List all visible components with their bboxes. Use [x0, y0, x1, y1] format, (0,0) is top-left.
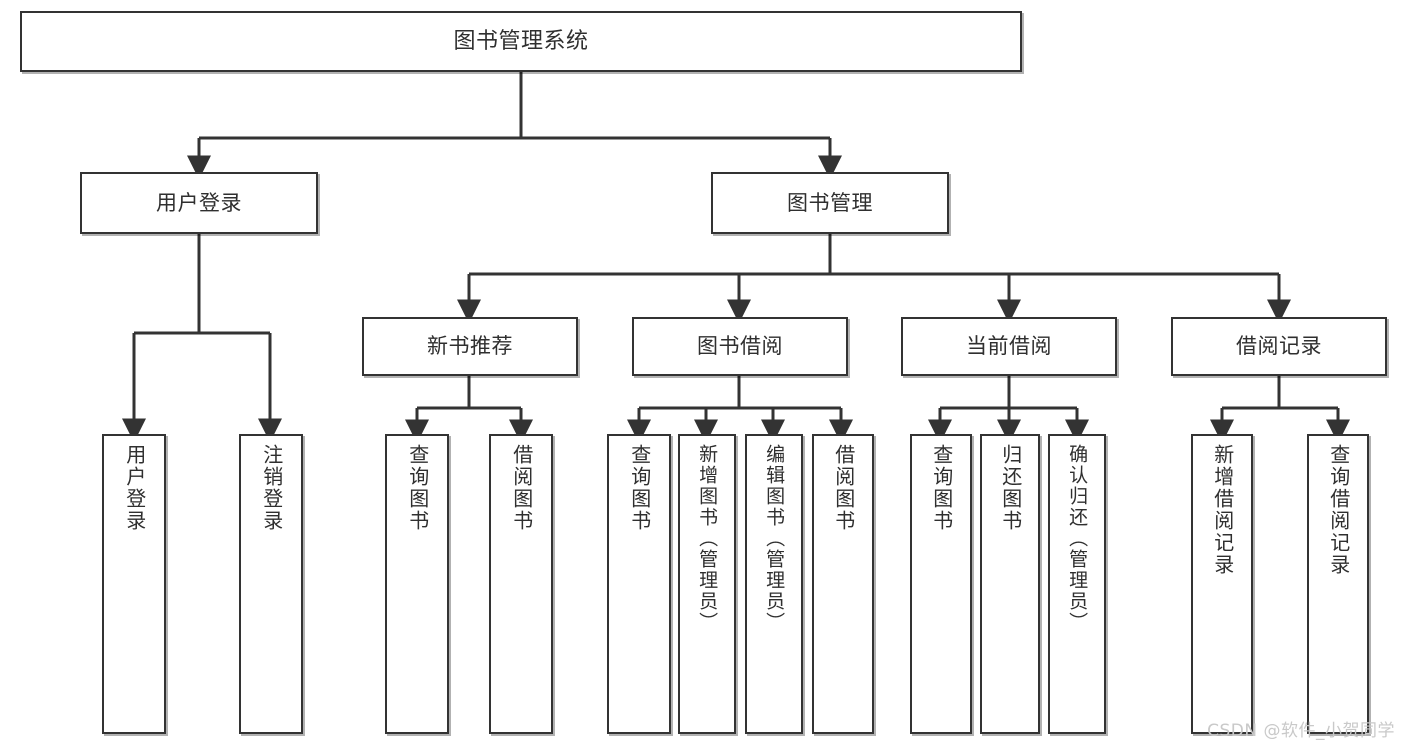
node-label: 图书借阅 — [697, 334, 783, 359]
csdn-watermark: CSDN @软件_小贺同学 — [1207, 721, 1395, 741]
node-leaf-add-book[interactable]: 新增图书（管理员） — [678, 434, 736, 734]
node-leaf-borrow-book-2[interactable]: 借阅图书 — [812, 434, 874, 734]
node-leaf-borrow-book-1[interactable]: 借阅图书 — [489, 434, 553, 734]
node-leaf-query-book-2[interactable]: 查询图书 — [607, 434, 671, 734]
node-label: 查询借阅记录 — [1326, 444, 1351, 576]
node-label: 新增图书（管理员） — [696, 444, 719, 633]
node-label: 用户登录 — [122, 444, 147, 532]
node-leaf-add-record[interactable]: 新增借阅记录 — [1191, 434, 1253, 734]
node-label: 借阅图书 — [831, 444, 856, 532]
node-label: 新书推荐 — [427, 334, 513, 359]
node-label: 查询图书 — [627, 444, 652, 532]
node-leaf-query-book-3[interactable]: 查询图书 — [910, 434, 972, 734]
node-leaf-user-login[interactable]: 用户登录 — [102, 434, 166, 734]
node-leaf-return-book[interactable]: 归还图书 — [980, 434, 1040, 734]
node-label: 新增借阅记录 — [1210, 444, 1235, 576]
node-label: 当前借阅 — [966, 334, 1052, 359]
node-borrow-record[interactable]: 借阅记录 — [1171, 317, 1387, 376]
node-current-borrow[interactable]: 当前借阅 — [901, 317, 1117, 376]
node-new-book-recommend[interactable]: 新书推荐 — [362, 317, 578, 376]
node-book-management[interactable]: 图书管理 — [711, 172, 949, 234]
node-leaf-confirm-return[interactable]: 确认归还（管理员） — [1048, 434, 1106, 734]
node-label: 查询图书 — [929, 444, 954, 532]
node-leaf-user-logout[interactable]: 注销登录 — [239, 434, 303, 734]
node-label: 注销登录 — [259, 444, 284, 532]
node-label: 查询图书 — [405, 444, 430, 532]
node-label: 编辑图书（管理员） — [763, 444, 786, 633]
node-book-borrow[interactable]: 图书借阅 — [632, 317, 848, 376]
node-label: 用户登录 — [156, 190, 242, 215]
node-leaf-query-record[interactable]: 查询借阅记录 — [1307, 434, 1369, 734]
node-label: 借阅图书 — [509, 444, 534, 532]
node-root-system[interactable]: 图书管理系统 — [20, 11, 1022, 72]
node-label: 确认归还（管理员） — [1066, 444, 1089, 633]
node-label: 借阅记录 — [1236, 334, 1322, 359]
node-leaf-edit-book[interactable]: 编辑图书（管理员） — [745, 434, 803, 734]
node-user-login[interactable]: 用户登录 — [80, 172, 318, 234]
node-label: 图书管理 — [787, 190, 873, 215]
node-label: 归还图书 — [998, 444, 1023, 532]
node-leaf-query-book-1[interactable]: 查询图书 — [385, 434, 449, 734]
node-label: 图书管理系统 — [453, 28, 589, 54]
